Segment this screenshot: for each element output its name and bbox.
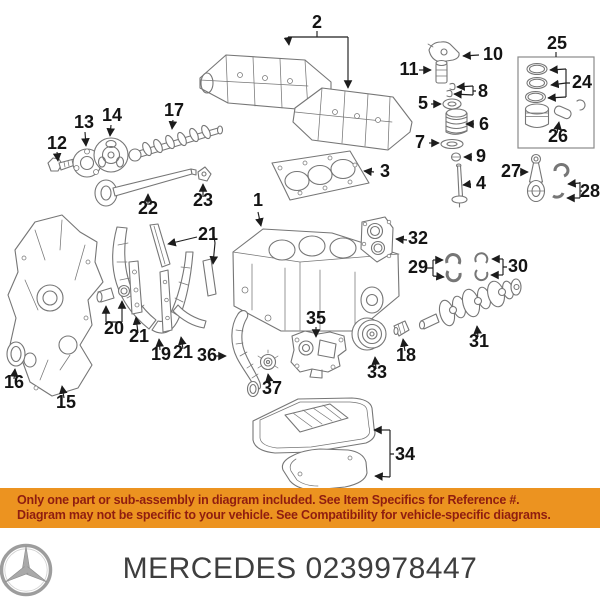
part-oil-pan-lower	[281, 448, 368, 491]
part-label-16: 16	[4, 372, 24, 392]
part-label-11: 11	[399, 59, 418, 79]
part-retainer-nut	[450, 152, 462, 162]
part-pin-clip	[576, 99, 586, 111]
part-label-33: 33	[367, 362, 387, 382]
part-chain-tensioner-sprocket	[257, 349, 279, 371]
part-label-26: 26	[548, 126, 568, 146]
part-spring-seat	[440, 138, 464, 150]
brand-text: MERCEDES	[122, 552, 297, 585]
part-label-25: 25	[547, 33, 567, 53]
part-label-37: 37	[262, 378, 282, 398]
part-label-36: 36	[197, 345, 217, 365]
disclaimer-line-2: Diagram may not be specific to your vehi…	[17, 508, 551, 522]
part-timing-chain	[112, 226, 194, 334]
part-camshaft-gear	[93, 137, 129, 173]
part-label-20: 20	[104, 318, 124, 338]
part-label-17: 17	[164, 100, 184, 120]
part-label-2: 2	[312, 12, 322, 32]
part-label-7: 7	[415, 132, 425, 152]
mercedes-star-icon	[0, 543, 53, 597]
part-label-21: 21	[129, 326, 149, 346]
part-seal-ring	[246, 380, 260, 398]
disclaimer-line-1: Only one part or sub-assembly in diagram…	[17, 493, 520, 507]
part-oil-pump	[290, 330, 347, 379]
part-label-13: 13	[74, 112, 94, 132]
part-label-34: 34	[395, 444, 415, 464]
part-label-24: 24	[572, 72, 592, 92]
caption: MERCEDES 0239978447	[0, 552, 600, 586]
part-label-6: 6	[479, 114, 489, 134]
part-label-29: 29	[408, 257, 428, 277]
part-label-27: 27	[501, 161, 521, 181]
part-label-3: 3	[380, 161, 390, 181]
part-front-seal	[6, 341, 26, 367]
disclaimer-banner: Only one part or sub-assembly in diagram…	[0, 488, 600, 528]
part-chain-guide-right	[202, 258, 217, 297]
part-chain-guide-left	[128, 260, 143, 315]
part-main-bearings	[445, 253, 462, 283]
part-label-4: 4	[476, 173, 486, 193]
part-oil-pump-chain	[231, 310, 261, 390]
part-label-19: 19	[151, 344, 171, 364]
part-label-30: 30	[508, 256, 528, 276]
part-oil-pan-upper	[252, 397, 376, 454]
part-crank-key	[393, 320, 410, 337]
part-chain-guide-lower	[172, 304, 207, 329]
part-engine-block	[232, 228, 400, 332]
part-label-9: 9	[476, 146, 486, 166]
part-label-15: 15	[56, 392, 76, 412]
part-shaft-bracket	[197, 166, 212, 182]
part-label-18: 18	[396, 345, 416, 365]
part-number-text: 0239978447	[305, 552, 478, 585]
part-valve-spring	[445, 108, 468, 135]
part-valve-keepers	[446, 82, 456, 98]
part-label-28: 28	[580, 181, 600, 201]
part-label-22: 22	[138, 198, 158, 218]
part-connecting-rod	[526, 153, 546, 203]
part-label-10: 10	[483, 44, 503, 64]
part-rear-plate	[360, 216, 394, 263]
part-label-8: 8	[478, 81, 488, 101]
part-chain-guide-top	[149, 223, 171, 268]
part-valve-rotator	[442, 98, 462, 110]
part-cylinder-head-right	[292, 87, 413, 151]
part-chain-tensioner	[96, 284, 131, 303]
part-valve	[451, 163, 468, 208]
part-camshaft	[128, 124, 224, 162]
part-rod-bearings	[552, 162, 570, 199]
part-piston-rings	[524, 62, 548, 104]
part-label-31: 31	[469, 331, 489, 351]
part-label-23: 23	[193, 190, 213, 210]
part-camshaft-bolt	[47, 157, 76, 172]
part-label-35: 35	[306, 308, 326, 328]
part-label-1: 1	[253, 190, 263, 210]
part-balance-shaft	[94, 168, 197, 207]
part-wrist-pin	[553, 105, 572, 120]
part-valve-lifter	[435, 59, 448, 84]
part-crankshaft	[418, 278, 522, 330]
engine-exploded-diagram: 1234567891011121314151617181920212121222…	[4, 12, 600, 491]
part-head-gasket	[271, 150, 370, 201]
footer: MERCEDES 0239978447	[0, 528, 600, 600]
part-label-5: 5	[418, 93, 428, 113]
part-crank-pulley	[351, 317, 387, 351]
part-label-14: 14	[102, 105, 122, 125]
part-thrust-washers	[474, 252, 489, 282]
part-piston	[524, 103, 550, 129]
part-chain-rail-center	[159, 269, 173, 333]
part-label-12: 12	[47, 133, 67, 153]
part-label-32: 32	[408, 228, 428, 248]
part-timing-cover	[7, 214, 104, 397]
part-label-21: 21	[198, 224, 218, 244]
part-label-21: 21	[173, 342, 193, 362]
leader-lines	[9, 31, 582, 481]
part-rocker-arm	[427, 41, 460, 63]
